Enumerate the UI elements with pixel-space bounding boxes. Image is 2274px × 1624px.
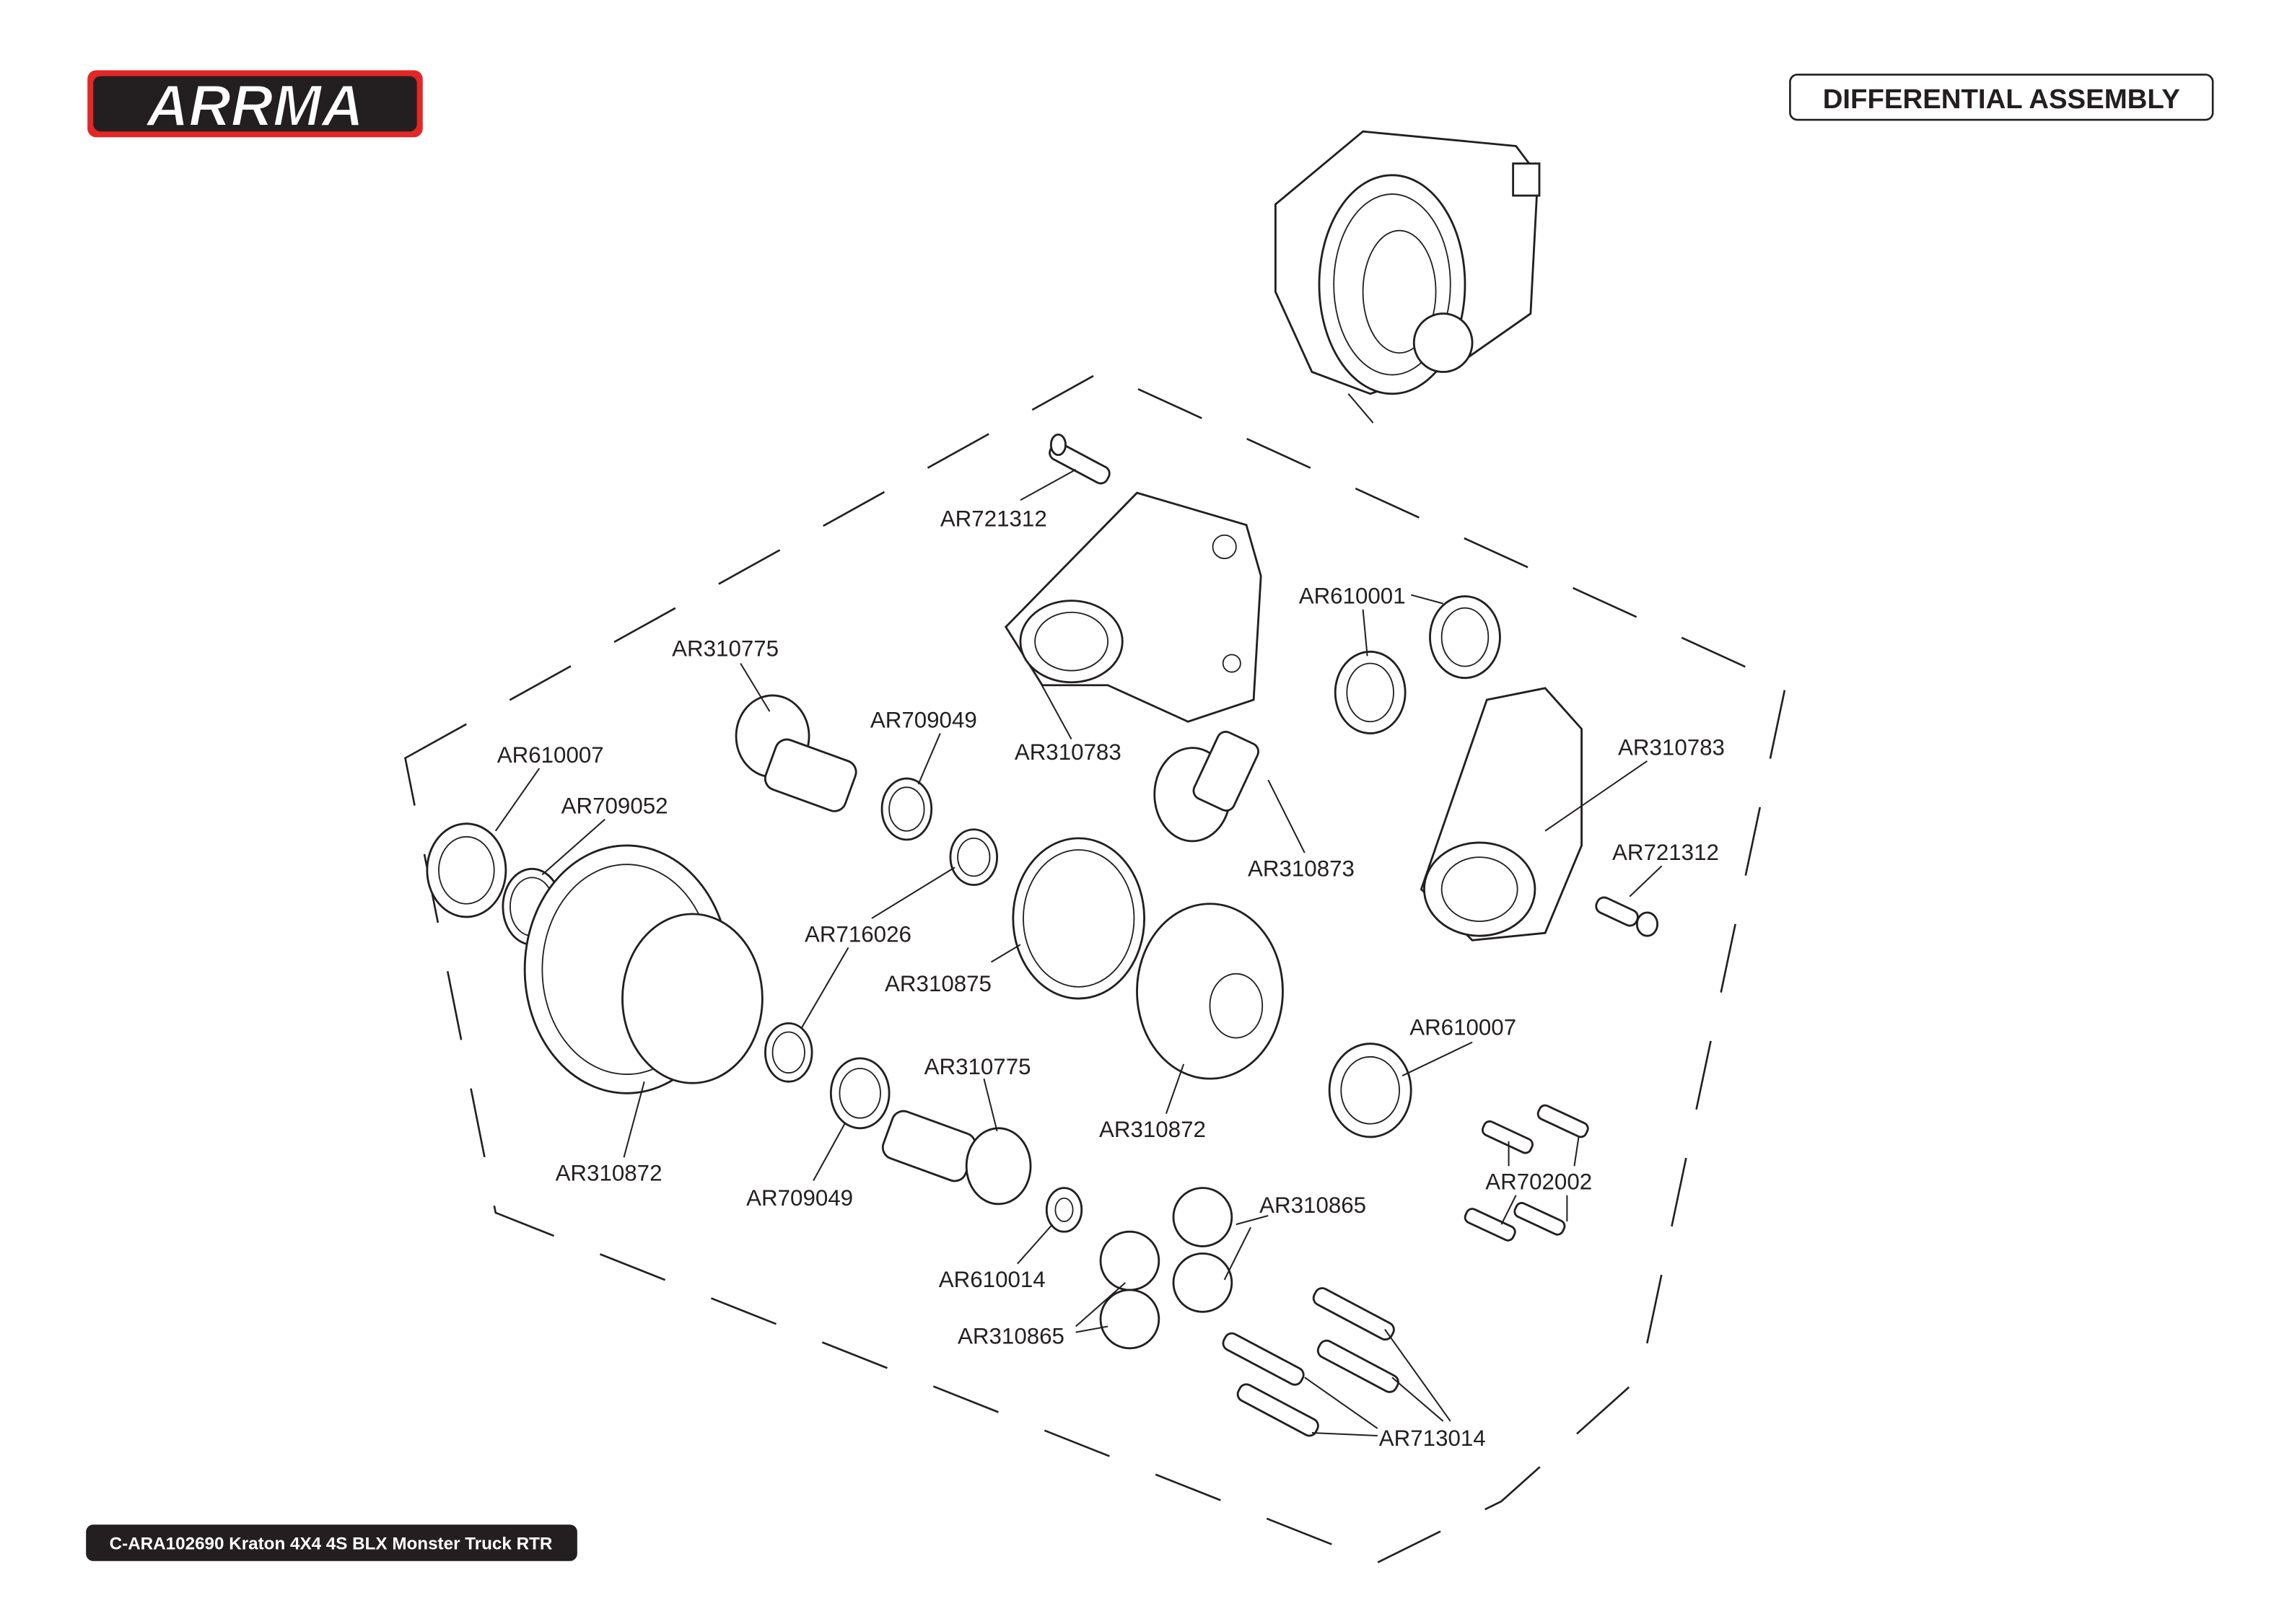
label-ar721312-top: AR721312: [940, 506, 1047, 532]
explosion-outline: [404, 371, 1787, 1564]
label-ar310865-bottom: AR310865: [958, 1324, 1064, 1349]
pin-top-part: [1049, 433, 1111, 485]
label-ar610007-left: AR610007: [497, 742, 604, 768]
label-ar310775-lower: AR310775: [924, 1054, 1031, 1079]
parts-illustrations: [426, 433, 1659, 1437]
arrma-logo: ARRMA: [87, 70, 423, 139]
assembled-differential-illustration: [1274, 130, 1541, 423]
leader-lines: [494, 468, 1663, 1437]
label-ar310872-left: AR310872: [556, 1161, 662, 1186]
label-ar709049-top: AR709049: [870, 707, 977, 732]
bearing-top-part: [1429, 595, 1501, 680]
label-ar709052: AR709052: [561, 794, 668, 819]
label-ar610001: AR610001: [1299, 584, 1406, 609]
label-ar310783-left: AR310783: [1015, 739, 1121, 765]
cross-pins-part: [1222, 1287, 1399, 1437]
section-title: DIFFERENTIAL ASSEMBLY: [1823, 84, 2180, 115]
label-ar310875: AR310875: [885, 971, 992, 996]
screws-part: [1464, 1104, 1589, 1242]
label-ar716026: AR716026: [805, 921, 911, 947]
label-ar709049-lower: AR709049: [746, 1185, 853, 1211]
label-ar610014: AR610014: [939, 1267, 1046, 1292]
section-title-box: DIFFERENTIAL ASSEMBLY: [1789, 74, 2214, 121]
label-ar702002: AR702002: [1485, 1169, 1592, 1195]
footer-model-text: C-ARA102690 Kraton 4X4 4S BLX Monster Tr…: [110, 1535, 553, 1554]
part-labels: AR721312 AR610001 AR310775 AR709049 AR31…: [497, 506, 1725, 1452]
footer-model-badge: C-ARA102690 Kraton 4X4 4S BLX Monster Tr…: [86, 1524, 577, 1561]
label-ar713014: AR713014: [1379, 1426, 1486, 1451]
label-ar310775-top: AR310775: [672, 636, 779, 661]
label-ar310865-top: AR310865: [1259, 1193, 1366, 1218]
label-ar721312-right: AR721312: [1612, 840, 1719, 865]
label-ar310873: AR310873: [1248, 856, 1355, 881]
label-ar610007-right: AR610007: [1409, 1015, 1516, 1040]
label-ar310872-right: AR310872: [1099, 1117, 1206, 1142]
label-ar310783-right: AR310783: [1618, 735, 1725, 760]
logo-text: ARRMA: [145, 74, 364, 139]
